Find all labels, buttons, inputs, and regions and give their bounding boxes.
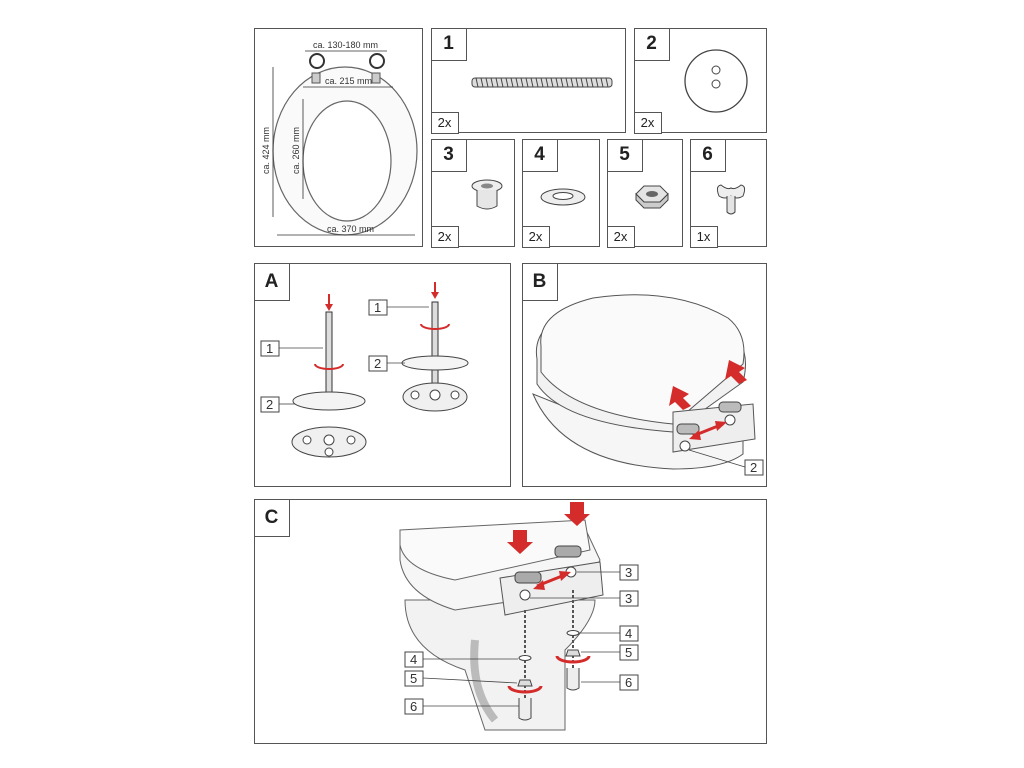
part-qty-6: 1x (689, 225, 718, 248)
part-panel-6: 6 1x (689, 138, 767, 248)
step-b-drawing: 2 (532, 294, 764, 476)
step-c-callout-7: 5 (625, 645, 632, 660)
part-qty-5: 2x (606, 225, 635, 248)
part-panel-4: 4 2x (521, 138, 600, 248)
hex-nut-icon (635, 185, 669, 209)
washer-icon (540, 188, 586, 206)
step-b-callout-1: 2 (750, 460, 757, 475)
step-a-drawing: 1 2 1 2 (260, 282, 469, 458)
part-qty-1: 2x (430, 111, 459, 134)
part-number-1: 1 (430, 27, 467, 61)
part-qty-3: 2x (430, 225, 459, 248)
step-a-callout-3: 1 (374, 300, 381, 315)
dim-total-length: ca. 424 mm (261, 127, 271, 174)
step-a-callout-1: 1 (266, 341, 273, 356)
wing-key-icon (716, 184, 746, 215)
part-number-3: 3 (430, 138, 467, 172)
dim-inner-width: ca. 215 mm (325, 76, 372, 86)
part-qty-4: 2x (521, 225, 550, 248)
base-plate-icon (684, 49, 748, 113)
bushing-icon (471, 179, 503, 210)
step-c-callout-6: 4 (625, 626, 632, 641)
part-number-6: 6 (689, 138, 726, 172)
step-c-callout-1: 3 (625, 565, 632, 580)
part-number-5: 5 (606, 138, 643, 172)
dim-hinge-spacing: ca. 130-180 mm (313, 40, 378, 50)
seat-dimension-drawing: ca. 130-180 mm ca. 215 mm ca. 370 mm ca.… (261, 40, 418, 236)
step-panel-c: C 3 3 (253, 498, 767, 744)
step-c-callout-4: 5 (410, 671, 417, 686)
step-c-callout-5: 6 (410, 699, 417, 714)
step-label-c: C (253, 498, 290, 537)
step-c-callout-2: 3 (625, 591, 632, 606)
step-panel-a: A 1 2 1 2 (253, 262, 511, 487)
step-label-b: B (521, 262, 558, 301)
step-panel-b: B 2 (521, 262, 767, 487)
part-panel-3: 3 2x (430, 138, 515, 248)
part-number-4: 4 (521, 138, 558, 172)
part-qty-2: 2x (633, 111, 662, 134)
step-a-callout-2: 2 (266, 397, 273, 412)
step-a-callout-4: 2 (374, 356, 381, 371)
dim-total-width: ca. 370 mm (327, 224, 374, 234)
threaded-rod-icon (471, 77, 613, 88)
dimension-panel: ca. 130-180 mm ca. 215 mm ca. 370 mm ca.… (254, 28, 423, 247)
part-number-2: 2 (633, 27, 670, 61)
part-panel-5: 5 2x (606, 138, 683, 248)
step-c-drawing: 3 3 4 5 6 4 5 6 (399, 502, 639, 731)
dim-inner-length: ca. 260 mm (291, 127, 301, 174)
step-c-callout-3: 4 (410, 652, 417, 667)
step-label-a: A (253, 262, 290, 301)
part-panel-2: 2 2x (633, 27, 767, 134)
step-c-callout-8: 6 (625, 675, 632, 690)
part-panel-1: 1 2x (430, 27, 626, 134)
